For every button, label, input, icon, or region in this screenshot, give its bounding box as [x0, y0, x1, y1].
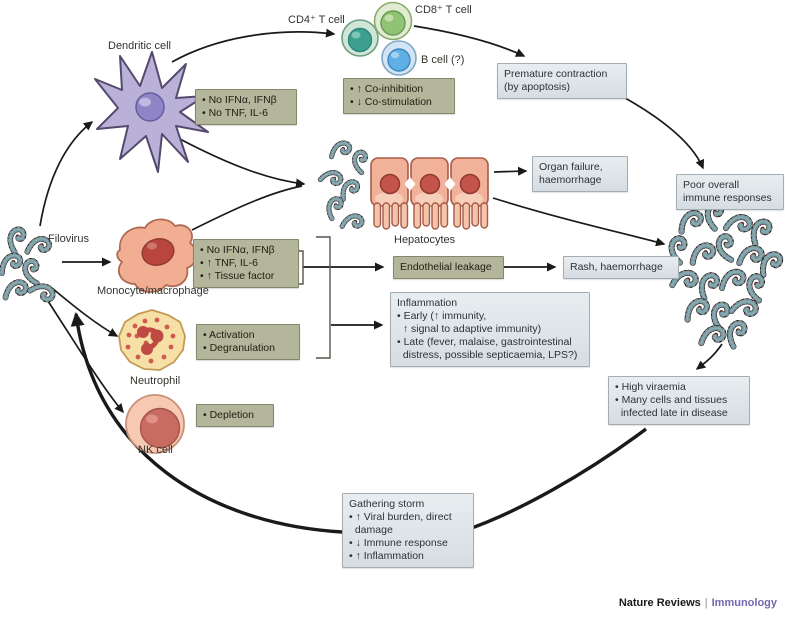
monocyte-label: Monocyte/macrophage	[97, 285, 209, 297]
arrow-gathering-to-filovirus	[70, 312, 343, 534]
monocyte-illustration	[116, 218, 198, 293]
arrow-tcells-to-premature	[413, 25, 526, 57]
hepatocytes-illustration	[370, 157, 489, 230]
high-viraemia-box: • High viraemia • Many cells and tissues…	[608, 376, 750, 425]
arrow-premature-to-poor	[617, 93, 705, 170]
footer-journal: Immunology	[711, 597, 777, 609]
filovirus-cluster-right	[667, 202, 781, 350]
filovirus-cluster-left	[1, 228, 54, 305]
dendritic-effects-box: • No IFNα, IFNβ • No TNF, IL-6	[195, 89, 297, 125]
nk-cell-label: NK cell	[138, 444, 173, 456]
footer-separator: |	[704, 597, 708, 609]
organ-failure-box: Organ failure, haemorrhage	[532, 156, 628, 192]
hepatocytes-label: Hepatocytes	[394, 234, 456, 246]
b-cell-label: B cell (?)	[421, 54, 465, 66]
rash-haemorrhage-box: Rash, haemorrhage	[563, 256, 679, 279]
arrow-viruscluster-to-viraemia	[695, 343, 723, 370]
neutrophil-label: Neutrophil	[130, 375, 181, 387]
cd8-t-cell-illustration	[373, 1, 413, 41]
arrow-dendritic-to-tcells	[171, 28, 336, 63]
cd4-t-cell-illustration	[341, 19, 379, 57]
gathering-storm-box: Gathering storm • ↑ Viral burden, direct…	[342, 493, 474, 568]
dendritic-cell-illustration	[94, 51, 209, 173]
footer-brand: Nature Reviews	[618, 597, 701, 609]
inflammation-box: Inflammation • Early (↑ immunity, ↑ sign…	[390, 292, 590, 367]
nk-effects-box: • Depletion	[196, 404, 274, 427]
brackets	[296, 236, 331, 359]
cd8-t-cell-label: CD8⁺ T cell	[415, 4, 472, 16]
neutrophil-effects-box: • Activation • Degranulation	[196, 324, 300, 360]
filovirus-label: Filovirus	[48, 233, 89, 245]
dendritic-cell-label: Dendritic cell	[108, 40, 171, 52]
filovirus-cluster-hepatocytes	[320, 140, 372, 235]
poor-overall-box: Poor overall immune responses	[676, 174, 784, 210]
arrow-dendritic-to-hepatocytes	[177, 137, 306, 188]
arrow-filovirus-to-dendritic	[39, 121, 94, 227]
arrow-filovirus-to-neutrophil	[51, 287, 119, 337]
cd4-t-cell-label: CD4⁺ T cell	[288, 14, 345, 26]
b-cell-illustration	[381, 40, 417, 76]
arrow-monocyte-to-hepatocytes	[191, 185, 303, 231]
premature-contraction-box: Premature contraction (by apoptosis)	[497, 63, 627, 99]
arrow-hepatocytes-to-viruscluster	[492, 197, 666, 247]
endothelial-leakage-box: Endothelial leakage	[393, 256, 504, 279]
neutrophil-illustration	[118, 309, 186, 371]
monocyte-effects-box: • No IFNα, IFNβ • ↑ TNF, IL-6 • ↑ Tissue…	[193, 239, 299, 288]
bracket-monocyte-effects	[296, 250, 304, 285]
journal-footer: Nature Reviews|Immunology	[619, 597, 777, 609]
arrows	[39, 25, 723, 414]
bracket-inflammation-sources	[316, 236, 331, 359]
arrow-hepatocytes-to-organ	[493, 166, 528, 176]
arrow-viraemia-to-gathering	[465, 427, 648, 532]
t-cell-effects-box: • ↑ Co-inhibition • ↓ Co-stimulation	[343, 78, 455, 114]
thick-arrows	[70, 312, 648, 534]
nk-cell-illustration	[125, 394, 185, 454]
